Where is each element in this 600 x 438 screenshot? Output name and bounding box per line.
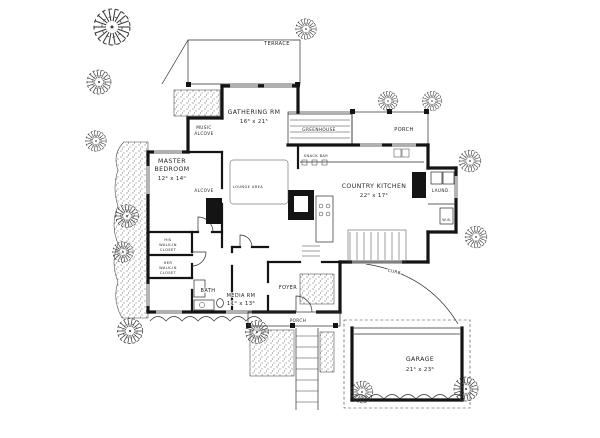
his-closet-label: CLOSET	[160, 248, 177, 252]
lower-porch-outline	[246, 311, 341, 328]
gathering-room-label: GATHERING RM	[228, 109, 281, 116]
lower-porch-label: PORCH	[290, 318, 307, 323]
alcove-label: ALCOVE	[194, 188, 213, 193]
country-kitchen-label: COUNTRY KITCHEN	[342, 183, 407, 190]
her-closet-label: HER	[164, 261, 173, 265]
greenhouse-label: GREENHOUSE	[302, 127, 335, 132]
upper-porch-outline	[350, 109, 429, 146]
master-bedroom-dims: 12⁴ x 14⁰	[158, 175, 186, 182]
oven-mass	[412, 172, 426, 198]
wb-label: W.B.	[442, 218, 452, 222]
master-bedroom-label: MASTER	[158, 158, 186, 165]
curb-label: CURB	[387, 268, 401, 276]
lounge-area-label: LOUNGE AREA	[233, 185, 263, 189]
his-closet-label: WALK-IN	[159, 243, 177, 247]
garage-dims: 21⁴ x 23⁶	[406, 366, 434, 373]
country-kitchen-dims: 22⁰ x 17⁴	[360, 192, 388, 199]
tree-icon	[458, 149, 482, 173]
tree-icon	[85, 130, 107, 152]
bath-fixtures	[193, 279, 224, 311]
tree-icon	[378, 91, 398, 111]
tree-icon	[117, 318, 143, 344]
kitchen-fixtures	[300, 148, 424, 257]
music-alcove-label: MUSIC	[196, 125, 212, 130]
terrace-label: TERRACE	[263, 41, 290, 47]
master-bedroom-label: BEDROOM	[154, 166, 189, 173]
his-closet-label: HIS	[164, 238, 172, 242]
tree-icon	[453, 376, 479, 402]
tree-icon	[464, 225, 488, 249]
media-room-dims: 11⁰ x 13⁶	[227, 300, 255, 307]
fireplace	[288, 190, 314, 220]
curb-line	[365, 263, 459, 325]
her-closet-label: WALK-IN	[159, 266, 177, 270]
lounge-area-outline	[229, 159, 289, 205]
gathering-room-dims: 16⁸ x 21⁵	[240, 118, 268, 125]
master-wardrobe-mass	[206, 198, 222, 224]
tree-icon	[93, 8, 131, 46]
rear-deck-steps	[347, 229, 407, 263]
tree-icon	[422, 91, 442, 111]
garage-label: GARAGE	[406, 356, 434, 363]
foyer-label: FOYER	[279, 285, 297, 291]
tree-icon	[295, 18, 317, 40]
planting-beds	[113, 89, 335, 377]
door-swings	[191, 216, 313, 313]
terrace-outline	[161, 39, 301, 87]
hedge-lines	[149, 316, 465, 400]
front-walkway	[295, 328, 319, 410]
upper-porch-label: PORCH	[394, 127, 413, 133]
interior-walls	[146, 143, 456, 314]
music-alcove-label: ALCOVE	[194, 131, 213, 136]
media-room-label: MEDIA RM	[227, 293, 256, 299]
tree-icon	[86, 69, 112, 95]
her-closet-label: CLOSET	[160, 271, 177, 275]
bath-label: BATH	[201, 288, 216, 294]
garage-outline	[343, 319, 471, 409]
snack-bar-label: SNACK BAR	[304, 154, 328, 158]
laundry-fixtures	[430, 171, 455, 225]
laundry-label: LAUND.	[432, 188, 450, 193]
